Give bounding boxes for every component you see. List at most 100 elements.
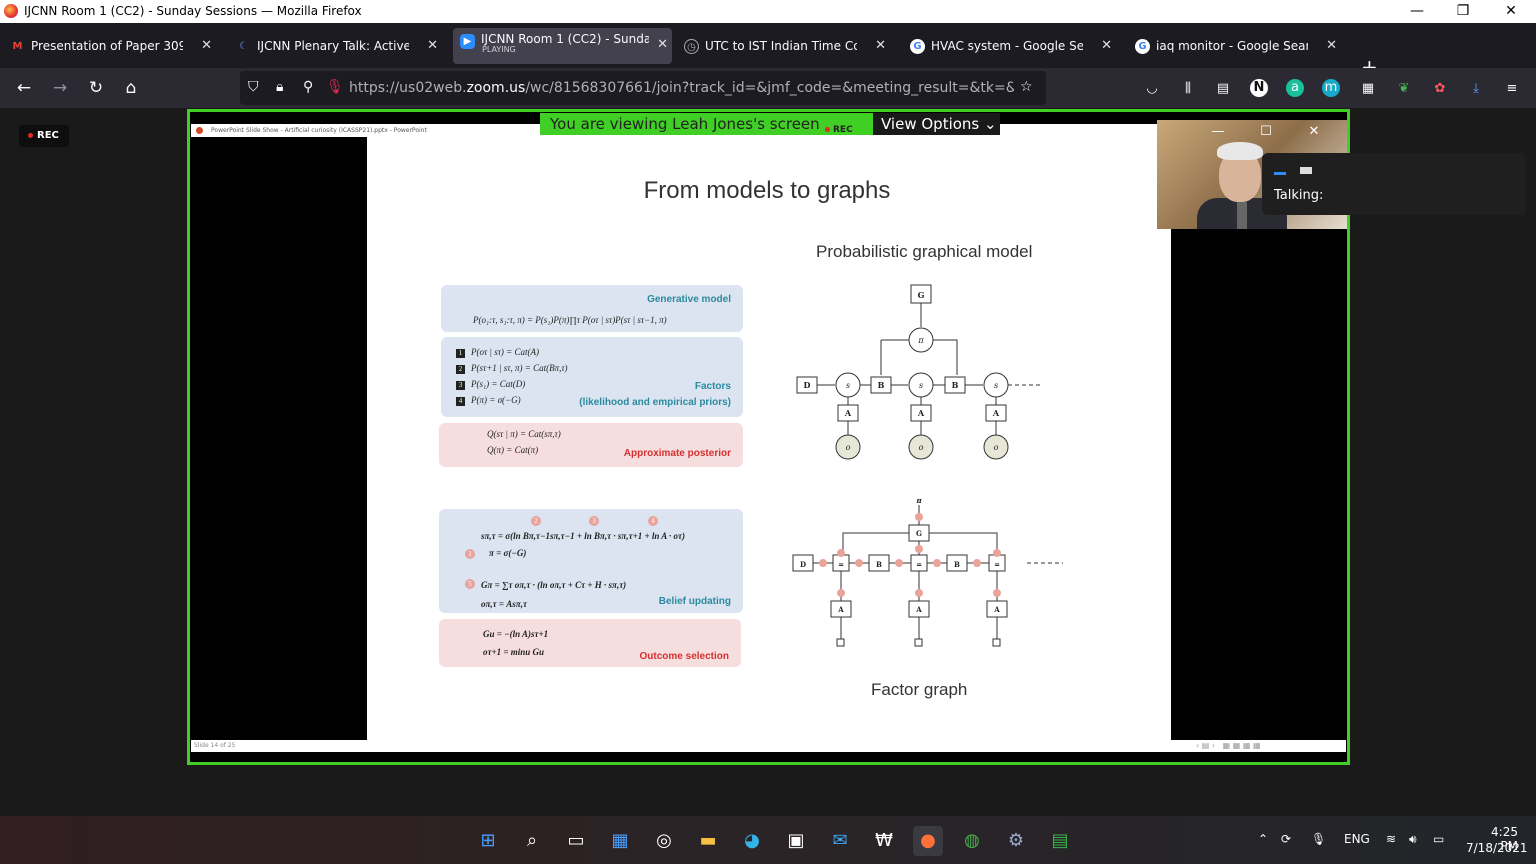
chrome-icon[interactable]: ◍ xyxy=(964,830,980,851)
file-explorer-icon[interactable]: ▬ xyxy=(699,830,717,851)
back-button[interactable]: ← xyxy=(16,78,32,98)
svg-text:s: s xyxy=(846,381,850,390)
tab-bar: M Presentation of Paper 309 at IJCN ✕ ☾ … xyxy=(0,23,1536,79)
url-text[interactable]: https://us02web.zoom.us/wc/81568307661/j… xyxy=(349,80,1014,96)
taskbar: ⊞ ⌕ ▭ ▦ ◎ ▬ ◕ ▣ ✉ ₩ ● ◍ ⚙ ▤ ⌃ ⟳ 🎙︎ ENG ≋… xyxy=(0,816,1536,864)
lock-icon[interactable]: 🔒︎ xyxy=(276,79,284,95)
minimize-button[interactable]: — xyxy=(1410,3,1424,19)
shared-screen: PowerPoint Slide Show - Artificial curio… xyxy=(187,109,1350,765)
svg-text:D: D xyxy=(804,380,811,390)
step-2-marker: 2 xyxy=(531,516,541,526)
app-doc-icon[interactable]: ▤ xyxy=(1051,830,1069,851)
chevron-up-icon[interactable]: ⌃ xyxy=(1258,832,1269,846)
video-minimize-icon[interactable]: — xyxy=(1211,124,1225,139)
outcome-selection-box: Gu = −(ln A)sτ+1 oτ+1 = minu Gu Outcome … xyxy=(439,619,741,667)
tab-ijcnn-room[interactable]: ▶ IJCNN Room 1 (CC2) - Sunday S PLAYING … xyxy=(453,28,672,64)
forward-button[interactable]: → xyxy=(52,78,68,98)
mail-icon[interactable]: ✉ xyxy=(832,830,848,851)
viewing-banner: You are viewing Leah Jones's screen REC xyxy=(540,113,873,135)
tab-plenary-talk[interactable]: ☾ IJCNN Plenary Talk: Active Infere ✕ xyxy=(236,31,442,63)
approx-posterior-box: Q(sτ | π) = Cat(sπ,τ) Q(π) = Cat(π) Appr… xyxy=(439,423,743,467)
start-icon[interactable]: ⊞ xyxy=(480,830,496,851)
nav-bar: ← → ↻ ⌂ ⛉ 🔒︎ ⚲ 🎙︎ https://us02web.zoom.u… xyxy=(0,68,1536,108)
slide-title: From models to graphs xyxy=(643,177,891,204)
google-icon: G xyxy=(910,39,925,54)
shield-icon[interactable]: ⛉ xyxy=(248,79,259,95)
close-tab-icon[interactable]: ✕ xyxy=(657,37,668,52)
tab-iaq[interactable]: G iaq monitor - Google Search ✕ xyxy=(1135,31,1341,63)
svg-text:B: B xyxy=(954,560,960,569)
sidebar-icon[interactable]: ▤ xyxy=(1216,81,1230,96)
steam-icon[interactable]: ⚙ xyxy=(1007,830,1025,851)
reload-button[interactable]: ↻ xyxy=(88,78,104,98)
app-w-icon[interactable]: ₩ xyxy=(875,830,893,851)
wifi-icon[interactable]: ≋ xyxy=(1386,832,1397,846)
svg-text:o: o xyxy=(919,443,924,452)
svg-text:o: o xyxy=(994,443,999,452)
extension-leaf-icon[interactable]: ❦ xyxy=(1398,81,1410,96)
microphone-icon[interactable]: 🎙︎ xyxy=(326,79,344,95)
svg-text:B: B xyxy=(878,380,885,390)
slide-nav-icons[interactable]: ‹ ▤ › ▦ ▦ ▦ ▦ xyxy=(1196,741,1261,750)
window-title: IJCNN Room 1 (CC2) - Sunday Sessions — M… xyxy=(24,4,362,18)
tab-presentation-paper[interactable]: M Presentation of Paper 309 at IJCN ✕ xyxy=(10,31,216,63)
permissions-icon[interactable]: ⚲ xyxy=(303,79,314,95)
library-icon[interactable]: ⫼ xyxy=(1185,81,1191,96)
view-options-button[interactable]: View Options ⌄ xyxy=(873,113,1000,135)
close-tab-icon[interactable]: ✕ xyxy=(427,38,438,53)
step-4-marker: 4 xyxy=(648,516,658,526)
sync-icon[interactable]: ⟳ xyxy=(1281,832,1292,846)
widgets-icon[interactable]: ▦ xyxy=(611,830,629,851)
menu-icon[interactable]: ≡ xyxy=(1506,81,1518,96)
tab-utc-ist[interactable]: ◷ UTC to IST Indian Time Converte ✕ xyxy=(684,31,890,63)
svg-text:A: A xyxy=(844,408,852,418)
pocket-icon[interactable]: ◡ xyxy=(1146,81,1158,96)
svg-text:A: A xyxy=(992,408,1000,418)
close-tab-icon[interactable]: ✕ xyxy=(201,38,212,53)
search-icon[interactable]: ⌕ xyxy=(526,830,538,851)
close-tab-icon[interactable]: ✕ xyxy=(1101,38,1112,53)
extension-grid-icon[interactable]: ▦ xyxy=(1361,81,1375,96)
video-maximize-icon[interactable]: ☐ xyxy=(1260,124,1272,139)
bookmark-star-icon[interactable]: ☆ xyxy=(1020,79,1033,95)
factor-graph-label: Factor graph xyxy=(871,680,968,699)
url-bar[interactable]: ⛉ 🔒︎ ⚲ 🎙︎ https://us02web.zoom.us/wc/815… xyxy=(240,71,1046,105)
rec-badge: REC xyxy=(825,119,853,141)
close-tab-icon[interactable]: ✕ xyxy=(875,38,886,53)
step-5-marker: 5 xyxy=(465,579,475,589)
svg-text:π: π xyxy=(917,336,924,345)
app-circle-icon[interactable]: ◎ xyxy=(656,830,672,851)
downloads-icon[interactable]: ⤓ xyxy=(1473,81,1479,96)
step-1-marker: 1 xyxy=(465,549,475,559)
clock-time[interactable]: 4:25 PM xyxy=(1491,825,1518,853)
tab-hvac[interactable]: G HVAC system - Google Search ✕ xyxy=(910,31,1116,63)
svg-text:π: π xyxy=(915,497,922,505)
extension-color-icon[interactable]: ✿ xyxy=(1434,81,1446,96)
slide: From models to graphs Probabilistic grap… xyxy=(367,137,1171,740)
extension-a-icon[interactable]: a xyxy=(1286,79,1304,97)
mic-tray-icon[interactable]: 🎙︎ xyxy=(1311,832,1327,846)
volume-icon[interactable]: 🔊︎ xyxy=(1409,832,1417,846)
svg-text:=: = xyxy=(994,560,1000,569)
generative-model-box: Generative model P(o₁:τ, s₁:τ, π) = P(s₁… xyxy=(441,285,743,332)
extension-m-icon[interactable]: m xyxy=(1322,79,1340,97)
edge-icon[interactable]: ◕ xyxy=(744,830,760,851)
task-view-icon[interactable]: ▭ xyxy=(567,830,585,851)
language-indicator[interactable]: ENG xyxy=(1344,832,1370,846)
battery-icon[interactable]: ▭ xyxy=(1433,832,1445,846)
home-button[interactable]: ⌂ xyxy=(125,78,137,98)
record-dot-icon xyxy=(28,132,33,138)
store-icon[interactable]: ▣ xyxy=(787,830,805,851)
clock-date[interactable]: 7/18/2021 xyxy=(1466,841,1528,855)
svg-text:A: A xyxy=(915,605,922,614)
belief-updating-box: 2 3 4 sπ,τ = σ(ln Bπ,τ−1sπ,τ−1 + ln Bπ,τ… xyxy=(439,509,743,613)
svg-text:G: G xyxy=(918,290,925,300)
close-tab-icon[interactable]: ✕ xyxy=(1326,38,1337,53)
moon-icon: ☾ xyxy=(239,41,248,52)
restore-button[interactable]: ❐ xyxy=(1456,3,1470,19)
close-window-button[interactable]: ✕ xyxy=(1505,3,1517,19)
extension-n-icon[interactable]: N xyxy=(1250,79,1268,97)
video-close-icon[interactable]: ✕ xyxy=(1308,124,1320,139)
firefox-taskbar-icon[interactable]: ● xyxy=(913,826,943,856)
